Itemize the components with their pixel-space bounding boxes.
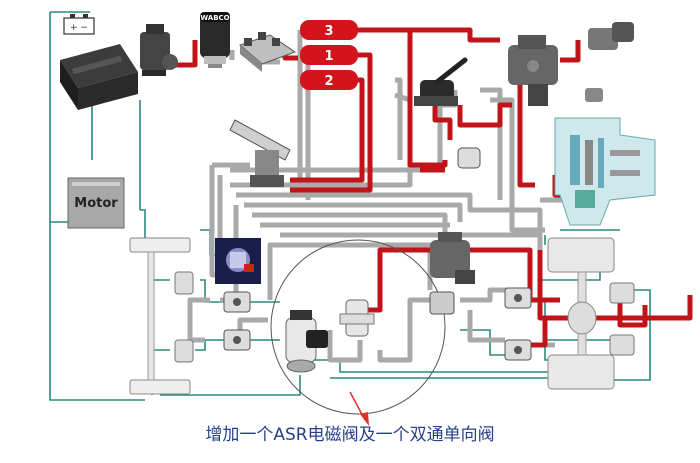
- tank-3-label: 3: [324, 24, 333, 39]
- air-dryer-icon: WABCO: [200, 12, 230, 68]
- four-circuit-protection-valve-icon: [239, 32, 297, 72]
- abs-modulator-front-left-icon: [223, 291, 251, 313]
- pressure-valve-small-icon: [429, 291, 455, 315]
- svg-text:+ −: + −: [70, 23, 88, 33]
- wheel-speed-sensor-inset-icon: [215, 238, 261, 284]
- trailer-control-valve-icon: [508, 35, 558, 106]
- tank-2-label: 2: [324, 74, 333, 89]
- asr-highlight-circle: [270, 239, 446, 415]
- abs-modulator-rear-right-icon: [504, 339, 532, 361]
- two-way-check-valve-icon: [339, 299, 375, 337]
- coupling-head-icon: [588, 22, 634, 50]
- transmission-cutaway-icon: [554, 117, 656, 226]
- motor-label: Motor: [74, 196, 118, 211]
- rear-axle: [547, 237, 635, 390]
- abs-modulator-rear-left-icon: [504, 287, 532, 309]
- air-tank-1: 1: [300, 45, 358, 65]
- relay-valve-small-icon: [585, 88, 603, 102]
- abs-modulator-front-right-icon: [223, 329, 251, 351]
- motor-module-icon: Motor: [67, 177, 125, 229]
- front-axle: [129, 237, 194, 395]
- air-tank-3: 3: [300, 20, 358, 40]
- rear-brake-chamber-left-icon: [609, 282, 635, 304]
- ecu-control-unit-icon: [60, 44, 138, 110]
- compressor-brand: WABCO: [200, 14, 229, 22]
- caption-text: 增加一个ASR电磁阀及一个双通单向阀: [205, 425, 495, 445]
- battery-icon: + −: [63, 14, 95, 35]
- brake-pedal-valve-icon: [229, 119, 291, 187]
- hand-brake-valve-icon: [414, 57, 468, 106]
- quick-release-valve-icon: [457, 147, 481, 169]
- front-brake-chamber-right-icon: [174, 339, 194, 363]
- pointer-arrow: [349, 391, 369, 426]
- relay-valve-rear-icon: [430, 232, 475, 284]
- air-tank-2: 2: [300, 70, 358, 90]
- rear-brake-chamber-right-icon: [609, 334, 635, 356]
- front-brake-chamber-left-icon: [174, 271, 194, 295]
- asr-solenoid-valve-icon: [285, 310, 328, 373]
- red-supply-lines: [175, 27, 693, 348]
- tank-1-label: 1: [324, 49, 333, 64]
- air-compressor-icon: [140, 24, 178, 76]
